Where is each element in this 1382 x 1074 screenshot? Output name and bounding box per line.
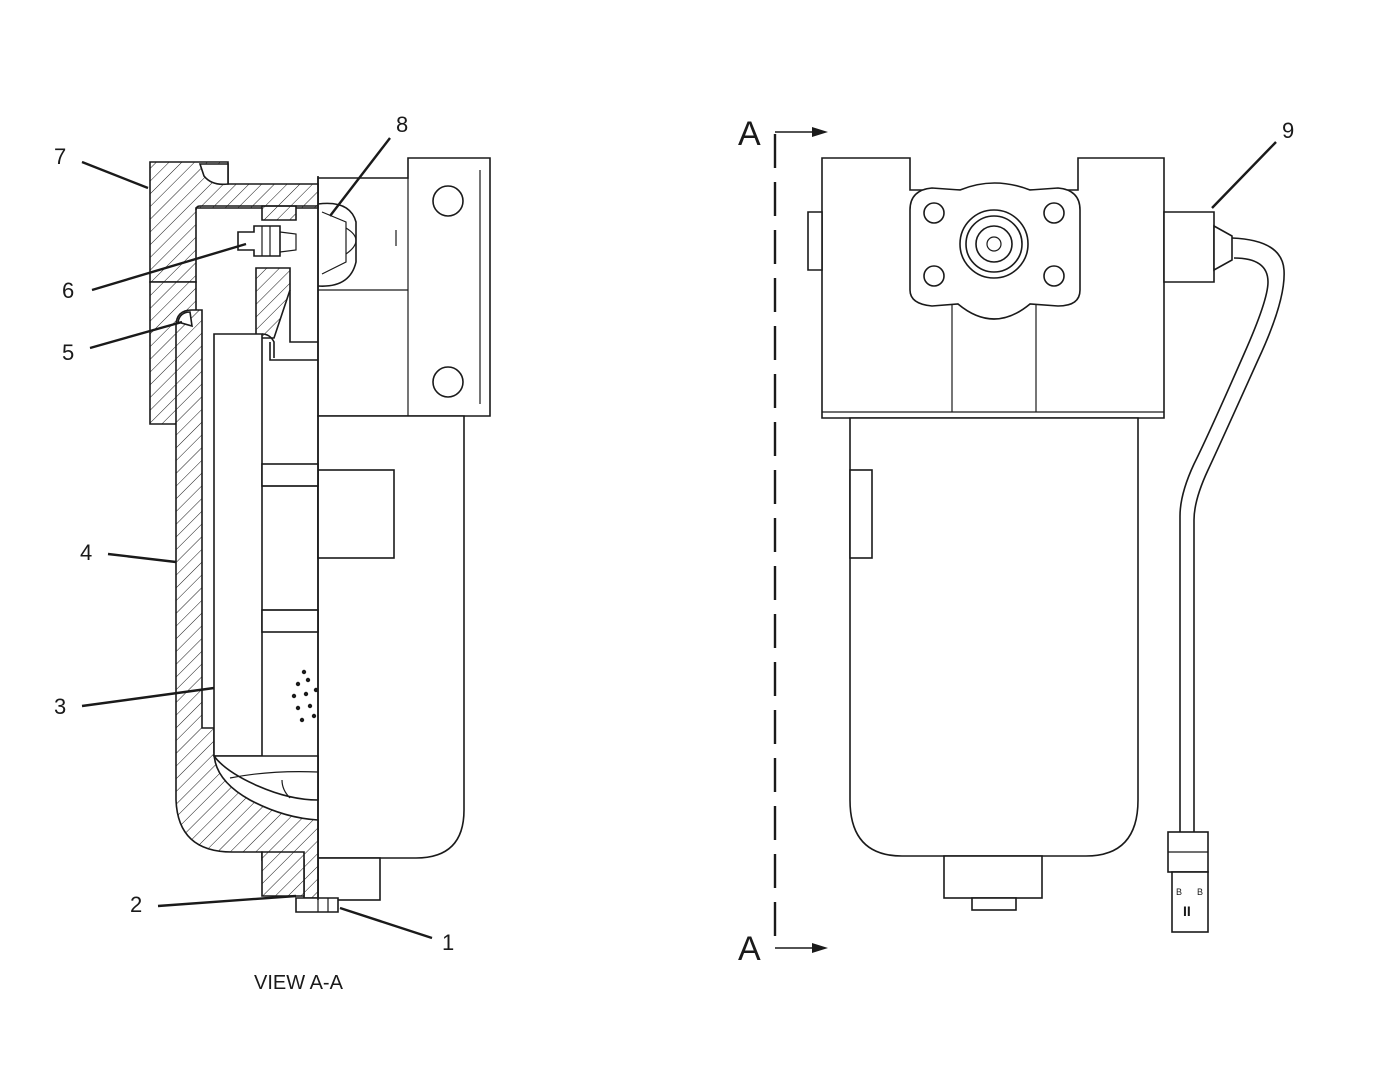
bowl-label-patch: [317, 469, 395, 559]
callout-2: 2: [130, 892, 142, 917]
view-caption: VIEW A-A: [254, 972, 344, 994]
drain-housing: [943, 855, 1043, 899]
vent-plug-item-6: [237, 225, 281, 257]
filter-bowl-wall-item-4: [175, 309, 319, 899]
connector-pin-left: B: [1176, 887, 1182, 897]
section-marker-bottom: A: [738, 930, 761, 968]
flange-hole-br: [1043, 265, 1065, 287]
connector-base-mark: II: [1183, 903, 1191, 919]
element-perforations: [291, 669, 319, 723]
callout-1: 1: [442, 930, 454, 955]
bracket-bolt-lower: [432, 366, 464, 398]
flange-hole-tr: [1043, 202, 1065, 224]
section-view-a-a: [149, 157, 491, 913]
connector-pin-right: B: [1197, 887, 1203, 897]
callout-9: 9: [1282, 118, 1294, 143]
callout-4: 4: [80, 540, 92, 565]
sensor-wire: [1193, 237, 1285, 832]
port-fitting: [959, 209, 1029, 279]
flange-hole-bl: [923, 265, 945, 287]
callout-leaders: [81, 137, 1277, 940]
filter-bowl: [849, 417, 1139, 857]
callout-3: 3: [54, 694, 66, 719]
callout-8: 8: [396, 112, 408, 137]
section-cut-line: A A: [738, 115, 828, 968]
flange-hole-tl: [923, 202, 945, 224]
callout-numbers: 7 8 6 5 4 3 2 1 9: [54, 112, 1294, 955]
drain-plug-item-1: [295, 897, 339, 913]
section-marker-top: A: [738, 115, 761, 153]
callout-5: 5: [62, 340, 74, 365]
callout-7: 7: [54, 144, 66, 169]
filter-element-item-3: [213, 333, 263, 757]
bracket-bolt-upper: [432, 185, 464, 217]
exterior-view: B B II: [807, 157, 1285, 933]
callout-6: 6: [62, 278, 74, 303]
